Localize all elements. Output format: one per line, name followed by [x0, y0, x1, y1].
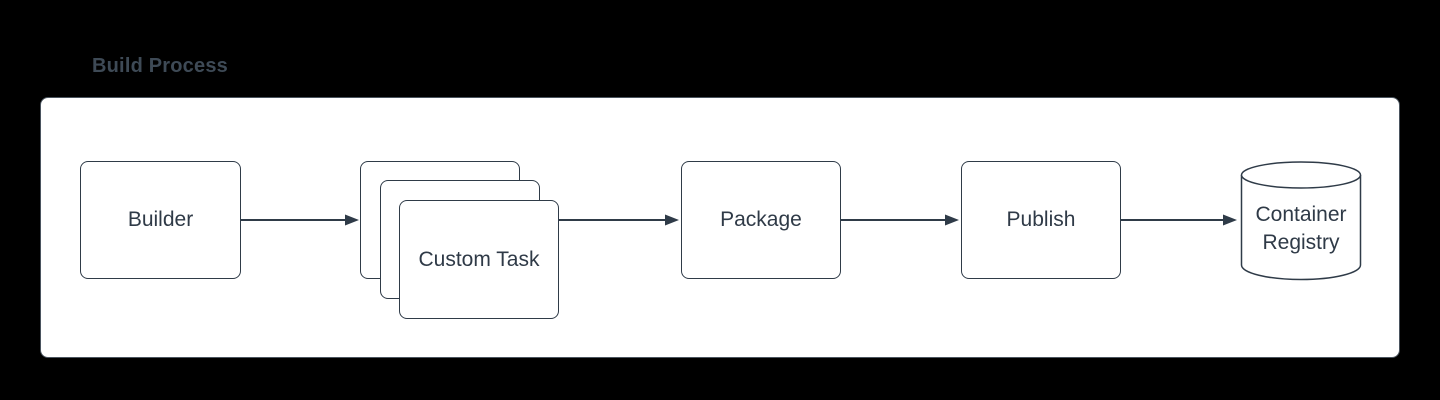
edge-custom-task-to-package — [559, 214, 679, 226]
canvas-panel: Builder Custom Task Custom Task Custom T… — [40, 97, 1400, 358]
node-builder: Builder — [80, 161, 241, 279]
node-publish: Publish — [961, 161, 1121, 279]
node-publish-label: Publish — [1006, 208, 1076, 231]
node-package: Package — [681, 161, 841, 279]
diagram-title: Build Process — [92, 55, 228, 77]
node-container-registry: Container Registry — [1240, 160, 1362, 281]
edge-publish-to-container-registry — [1121, 214, 1237, 226]
node-custom-task: Custom Task — [399, 200, 559, 319]
node-container-registry-label: Container Registry — [1255, 203, 1347, 254]
edge-builder-to-custom-task — [241, 214, 359, 226]
node-custom-task-label: Custom Task — [418, 247, 540, 271]
cylinder-shape-icon — [1240, 161, 1362, 281]
node-package-label: Package — [720, 208, 802, 231]
edge-package-to-publish — [841, 214, 959, 226]
node-builder-label: Builder — [127, 208, 194, 231]
